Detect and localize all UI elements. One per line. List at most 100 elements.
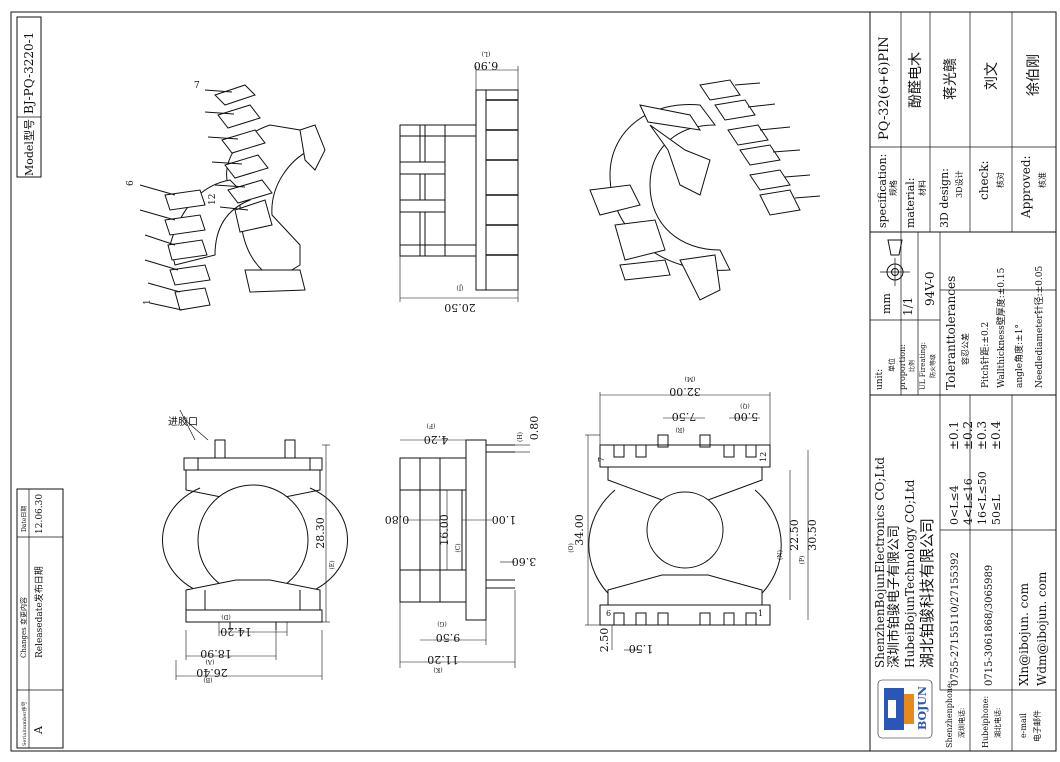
dim-14-20: 14.20 bbox=[220, 625, 252, 638]
dim-1-00: 1.00 bbox=[492, 513, 517, 526]
hb-phone-label: Hubeiphone: bbox=[981, 696, 990, 748]
svg-text:规格: 规格 bbox=[888, 180, 898, 196]
iso-pin-12: 12 bbox=[208, 194, 218, 205]
model-label: Model型号 bbox=[22, 119, 36, 176]
unit-label: unit: bbox=[875, 369, 885, 390]
dim-28-30: 28.30 bbox=[314, 517, 327, 549]
svg-text:(N): (N) bbox=[777, 550, 784, 560]
side-pins bbox=[486, 99, 518, 256]
iso-pin-6: 6 bbox=[126, 180, 136, 186]
dim-1-50: 1.50 bbox=[629, 642, 654, 655]
dim-4-20: 4.20 bbox=[424, 433, 449, 446]
svg-text:(G): (G) bbox=[437, 620, 446, 627]
bottom-pin-12: 12 bbox=[759, 452, 768, 462]
title-block: specification: 规格 PQ-32(6+6)PIN material… bbox=[869, 11, 1057, 752]
row-date: 12.06.30 bbox=[35, 494, 45, 534]
svg-text:(C): (C) bbox=[455, 543, 462, 552]
svg-text:±0.4: ±0.4 bbox=[989, 420, 1003, 450]
svg-text:(K): (K) bbox=[433, 666, 442, 673]
svg-text:核准: 核准 bbox=[1037, 172, 1047, 188]
dim-18-90: 18.90 bbox=[200, 647, 232, 660]
dim-3-60: 3.60 bbox=[512, 555, 537, 568]
front-view: 进胶口 28.30 (E) 14.20 (D) 18.90 (A) 26.40 … bbox=[162, 409, 348, 683]
svg-text:单位: 单位 bbox=[887, 358, 896, 372]
bottom-pin-6: 6 bbox=[606, 609, 611, 618]
bottom-pin-7: 7 bbox=[597, 457, 606, 462]
proportion-value: 1/1 bbox=[901, 297, 915, 316]
bottom-view: 32.00 (M) 7.50 (R) 5.00 (Q) 34.00 (O) 22… bbox=[568, 375, 819, 655]
svg-text:(O): (O) bbox=[568, 543, 575, 553]
col-serial: Serialnumber序号 bbox=[21, 701, 28, 746]
svg-text:±0.2: ±0.2 bbox=[961, 421, 975, 450]
svg-text:50≤L: 50≤L bbox=[990, 494, 1003, 525]
material-value: 酚醛电木 bbox=[908, 52, 924, 108]
dim-5-00: 5.00 bbox=[734, 410, 759, 423]
svg-text:(J): (J) bbox=[456, 284, 463, 291]
svg-text:(H): (H) bbox=[517, 432, 524, 442]
model-box: Model型号 BJ-PQ-3220-1 bbox=[16, 16, 42, 178]
tolerance-note-2: Wallthickness壁厚度:±0.15 bbox=[995, 267, 1007, 388]
model-number: BJ-PQ-3220-1 bbox=[22, 32, 36, 114]
changes-table: Serialnumber序号 Changes 变更内容 Date日期 A Rel… bbox=[16, 488, 64, 749]
svg-text:(A): (A) bbox=[205, 658, 214, 665]
sz-phone: 0755-27155110/27155392 bbox=[950, 552, 961, 686]
fire-label: UL Fireating: bbox=[919, 342, 927, 390]
check-value: 刘文 bbox=[984, 62, 1000, 90]
dim-34-00: 34.00 bbox=[573, 514, 586, 546]
check-label: check: bbox=[977, 160, 991, 200]
svg-text:3D设计: 3D设计 bbox=[954, 170, 964, 198]
svg-text:±0.1: ±0.1 bbox=[947, 421, 961, 450]
dim-11-20: 11.20 bbox=[427, 653, 459, 666]
svg-text:(D): (D) bbox=[221, 613, 231, 620]
projection-symbol bbox=[880, 239, 910, 286]
svg-text:16<L≤50: 16<L≤50 bbox=[976, 471, 989, 525]
approved-label: Approved: bbox=[1019, 155, 1033, 219]
svg-text:4<L≤16: 4<L≤16 bbox=[962, 478, 975, 525]
hb-phone: 0715-3061868/3065989 bbox=[984, 565, 995, 686]
email-1: Xln@ibojun. com bbox=[1017, 582, 1031, 686]
iso-pin-1: 1 bbox=[143, 299, 153, 305]
row-serial: A bbox=[32, 725, 45, 735]
inlet-note: 进胶口 bbox=[168, 415, 198, 428]
tolerance-note-1: Pitch针距:±0.2 bbox=[979, 322, 991, 388]
svg-text:深圳电话:: 深圳电话: bbox=[957, 708, 966, 738]
svg-text:防火等级: 防火等级 bbox=[929, 354, 937, 378]
company-en-1: ShenzhenBojunElectronics CO;Ltd bbox=[873, 457, 887, 668]
svg-text:(Q): (Q) bbox=[740, 402, 750, 409]
company-en-2: HubeiBojunTechnology CO;Ltd bbox=[903, 479, 917, 668]
svg-text:±0.3: ±0.3 bbox=[975, 421, 989, 450]
bottom-pin-1: 1 bbox=[758, 609, 763, 618]
middle-side-view: 4.20 (F) 0.80 (H) 0.80 1.00 16.00 (C) 3.… bbox=[385, 416, 541, 673]
col-date: Date日期 bbox=[20, 506, 28, 532]
tolerance-table: 0<L≤4 ±0.1 4<L≤16 ±0.2 16<L≤50 ±0.3 50≤L… bbox=[947, 420, 1003, 525]
spec-value: PQ-32(6+6)PIN bbox=[877, 36, 892, 140]
design-value: 蒋光赣 bbox=[943, 58, 959, 100]
svg-text:电子邮件: 电子邮件 bbox=[1032, 710, 1042, 742]
svg-text:(B): (B) bbox=[203, 676, 212, 683]
side-view: 6.90 (L) 20.50 (J) bbox=[399, 50, 519, 314]
bottom-slots bbox=[613, 434, 757, 626]
spec-label: specification: bbox=[876, 154, 889, 228]
dim-20-50: 20.50 bbox=[444, 301, 476, 314]
iso-pin-7: 7 bbox=[194, 81, 200, 91]
company-cn-1: 深圳市铂骏电子有限公司 bbox=[886, 525, 902, 668]
proportion-label: proportion: bbox=[898, 344, 907, 390]
sz-phone-label: Shenzhenphone: bbox=[945, 681, 954, 748]
company-cn-2: 湖北铂骏科技有限公司 bbox=[918, 518, 936, 668]
email-2: Wdm@ibojun. com bbox=[1035, 571, 1049, 686]
row-change: Releasedate发布日期 bbox=[33, 566, 45, 658]
svg-text:0<L≤4: 0<L≤4 bbox=[948, 485, 961, 525]
left-pin-blocks bbox=[139, 184, 211, 311]
iso-view-right bbox=[589, 79, 821, 301]
svg-text:(P): (P) bbox=[799, 556, 806, 565]
bojun-logo: BOJUN bbox=[877, 679, 933, 739]
dim-0-80-top: 0.80 bbox=[528, 416, 541, 441]
svg-text:核对: 核对 bbox=[995, 172, 1005, 188]
tolerance-note-4: Needlediameter针径:±0.05 bbox=[1033, 266, 1045, 388]
material-label: material: bbox=[904, 178, 917, 228]
tolerance-note-3: angle角度:±1° bbox=[1013, 324, 1025, 388]
dim-7-50: 7.50 bbox=[672, 410, 697, 423]
svg-text:(R): (R) bbox=[675, 426, 684, 433]
svg-text:(E): (E) bbox=[329, 560, 336, 569]
